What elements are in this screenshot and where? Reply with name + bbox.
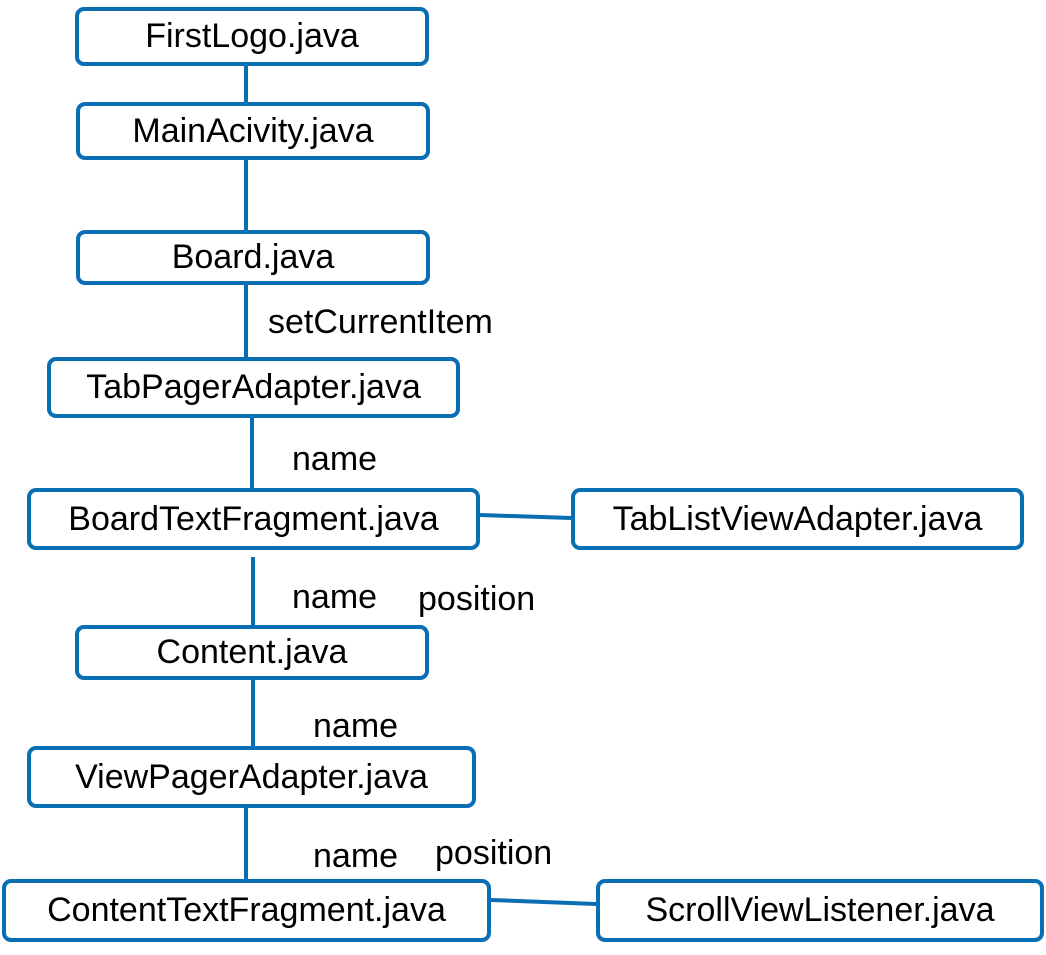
node-label: TabPagerAdapter.java [86,368,421,406]
edge-label-name: name [313,837,399,875]
node-tablistviewadapter: TabListViewAdapter.java [571,488,1024,550]
node-tabpageradapter: TabPagerAdapter.java [47,357,460,418]
node-firstlogo: FirstLogo.java [75,7,429,66]
node-board: Board.java [76,230,430,285]
node-label: Content.java [156,633,348,671]
node-contenttextfragment: ContentTextFragment.java [2,879,491,942]
node-label: ScrollViewListener.java [645,891,995,929]
edge-label-setcurrentitem: setCurrentItem [268,303,493,341]
edge-contenttext-scroll [490,898,597,906]
edge-label-name: name [292,578,378,616]
node-label: BoardTextFragment.java [68,499,439,538]
node-label: FirstLogo.java [145,17,359,55]
node-label: Board.java [171,238,335,276]
edge-label-name: name [292,440,378,478]
edge-label-position: position [435,834,553,872]
node-scrollviewlistener: ScrollViewListener.java [596,879,1044,942]
edge-label-name: name [313,707,399,745]
edge-label-position: position [418,580,536,618]
node-label: MainAcivity.java [132,111,374,150]
node-boardtextfragment: BoardTextFragment.java [27,488,480,550]
node-viewpageradapter: ViewPagerAdapter.java [27,746,476,808]
node-label: ContentTextFragment.java [47,891,446,929]
edge-boardtext-tablist [479,513,572,520]
node-mainactivity: MainAcivity.java [76,102,430,160]
node-label: ViewPagerAdapter.java [75,757,428,796]
node-label: TabListViewAdapter.java [612,499,983,538]
node-content: Content.java [75,625,429,680]
